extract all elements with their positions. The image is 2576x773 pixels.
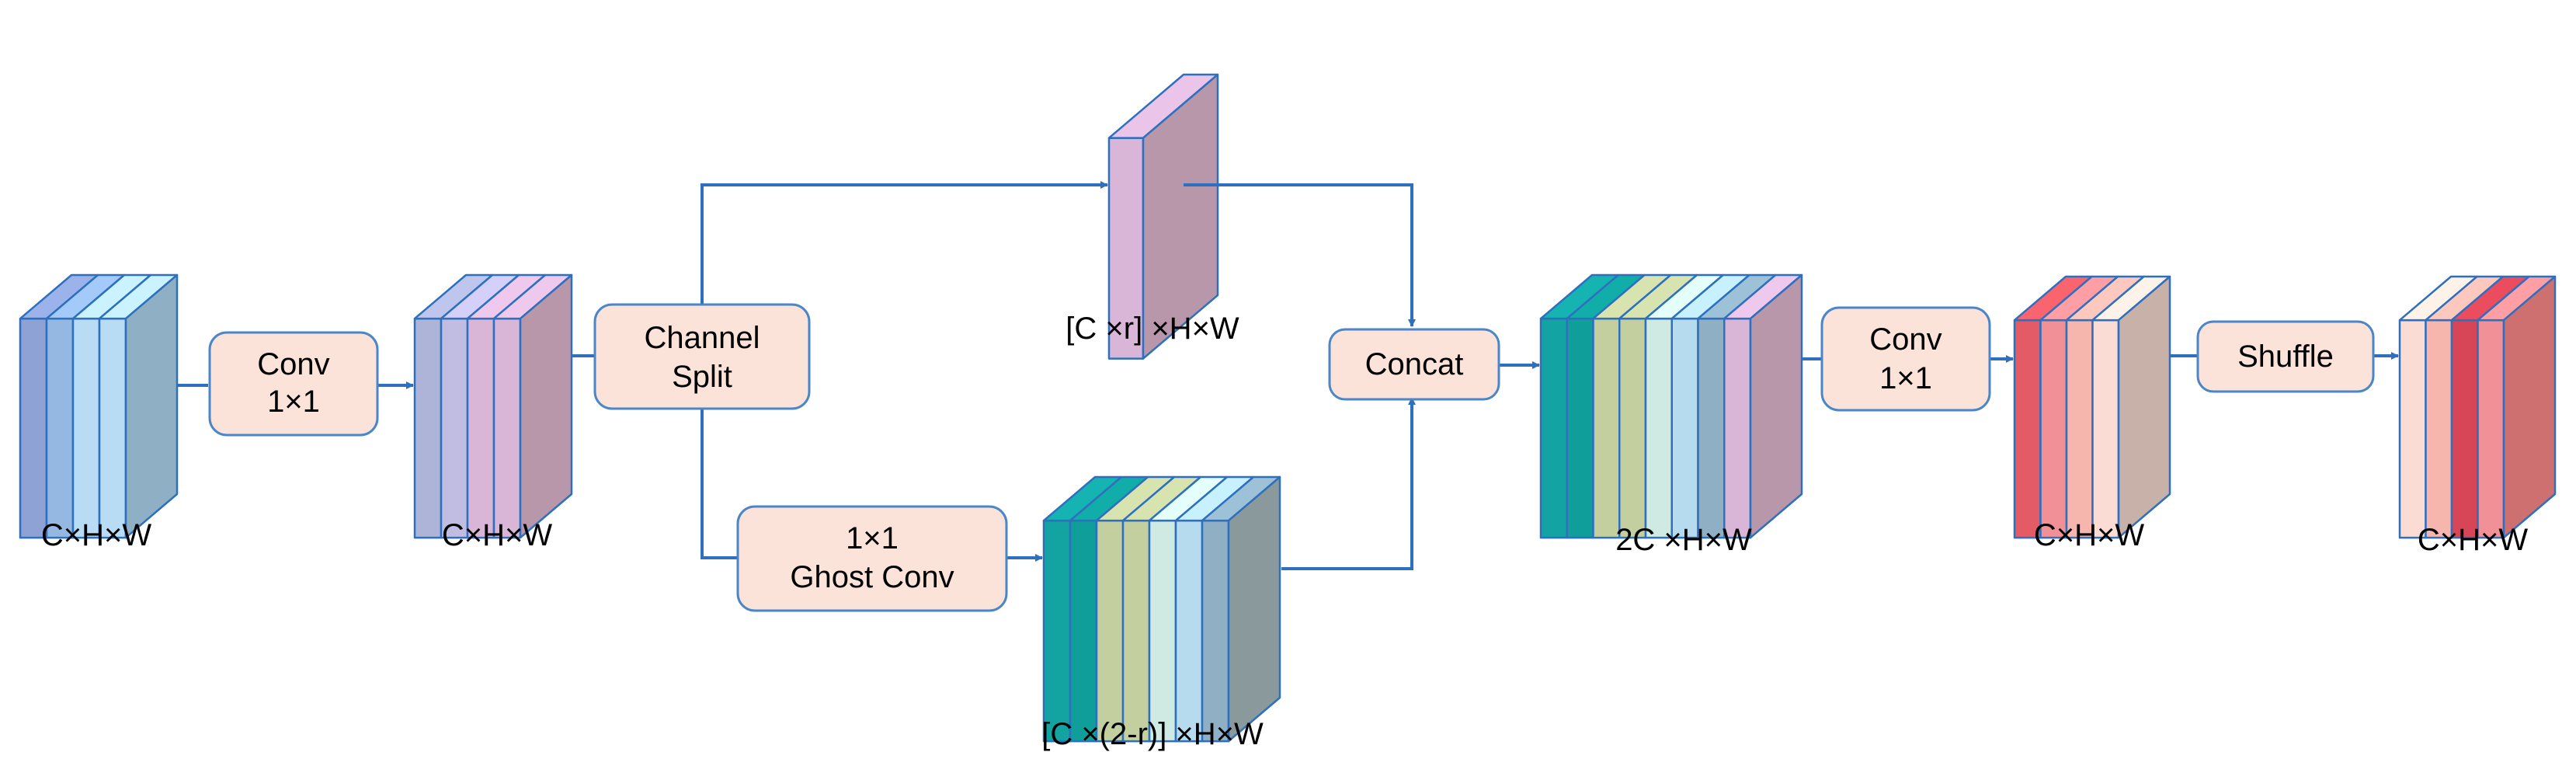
arrow-bottom-to-concat — [1281, 397, 1416, 570]
slice-front-1 — [19, 317, 48, 539]
cube-side — [519, 273, 573, 539]
slice-front-4 — [2091, 319, 2120, 539]
concat-box: Concat — [1328, 328, 1500, 401]
conv1-box: Conv 1×1 — [208, 331, 379, 437]
slice-front-4 — [1618, 317, 1647, 539]
shuffle-output-feature-map — [2398, 275, 2557, 539]
slice-front-6 — [1670, 317, 1699, 539]
top-branch-feature-map — [1107, 73, 1219, 360]
arrow-split-to-top — [700, 181, 1108, 305]
cube-side — [1227, 475, 1281, 743]
slice-front-3 — [466, 317, 495, 539]
ghost-conv-box: 1×1 Ghost Conv — [736, 505, 1008, 612]
slice-front-2 — [45, 317, 75, 539]
conv2-box-line2: 1×1 — [1879, 361, 1932, 395]
slice-front-3 — [2065, 319, 2094, 539]
slice-front-2 — [440, 317, 469, 539]
slice-front-1 — [1042, 519, 1072, 743]
cube-side — [1749, 273, 1803, 539]
ghost-conv-line2: Ghost Conv — [790, 560, 954, 594]
channel-split-line1: Channel — [644, 321, 760, 355]
bottom-branch-dim-label: [C ×(2-r)] ×H×W — [1041, 717, 1264, 751]
slice-front-3 — [1592, 317, 1621, 539]
slice-front-1 — [1539, 317, 1568, 539]
slice-front-7 — [1697, 317, 1726, 539]
concat-label: Concat — [1365, 347, 1464, 381]
slice-front-4 — [2477, 319, 2505, 539]
cube-side — [2502, 275, 2557, 539]
channel-split-line2: Split — [672, 360, 732, 394]
shuffle-label: Shuffle — [2237, 339, 2334, 374]
input-dim-label: C×H×W — [41, 518, 151, 552]
slice-front-1 — [413, 317, 443, 539]
slice-front-7 — [1201, 519, 1230, 743]
slice-front-1 — [2013, 319, 2042, 539]
slice-front-5 — [1148, 519, 1177, 743]
ghost-conv-line1: 1×1 — [846, 521, 899, 555]
slice-front-3 — [71, 317, 101, 539]
concat-output-dim-label: 2C ×H×W — [1615, 523, 1752, 557]
output-dim-label: C×H×W — [2418, 523, 2528, 557]
slice-front-2 — [2425, 319, 2453, 539]
slice-front-3 — [2450, 319, 2479, 539]
arrow-top-to-concat — [1184, 183, 1416, 327]
conv2-box: Conv 1×1 — [1820, 306, 1991, 412]
cube-side — [124, 273, 179, 539]
conv1-box-line1: Conv — [257, 347, 329, 381]
conv2-box-line1: Conv — [1869, 322, 1942, 357]
connectors — [177, 181, 2399, 570]
slice-front-4 — [1121, 519, 1151, 743]
slice-front-6 — [1174, 519, 1204, 743]
slice-front-3 — [1095, 519, 1125, 743]
slice-front-1 — [2398, 319, 2427, 539]
slice-front-8 — [1723, 317, 1752, 539]
slice-front-5 — [1644, 317, 1673, 539]
conv1-output-feature-map — [413, 273, 573, 539]
conv2-output-dim-label: C×H×W — [2034, 518, 2144, 552]
cube-side — [2117, 275, 2171, 539]
conv2-output-feature-map — [2013, 275, 2171, 539]
conv1-box-line2: 1×1 — [267, 385, 320, 419]
concat-output-feature-map — [1539, 273, 1803, 539]
conv1-output-dim-label: C×H×W — [442, 518, 552, 552]
slice-front-2 — [1069, 519, 1098, 743]
channel-split-box: Channel Split — [593, 303, 811, 410]
slice-front-4 — [492, 317, 522, 539]
arrow-split-to-ghost — [700, 409, 738, 559]
slice-front-4 — [98, 317, 127, 539]
slice-front-2 — [2039, 319, 2068, 539]
slice-front-2 — [1566, 317, 1594, 539]
shuffle-box: Shuffle — [2196, 320, 2375, 393]
top-branch-dim-label: [C ×r] ×H×W — [1066, 312, 1239, 346]
slice-side — [1142, 73, 1219, 360]
input-feature-map — [19, 273, 179, 539]
ghost-conv-output-feature-map — [1042, 475, 1281, 743]
